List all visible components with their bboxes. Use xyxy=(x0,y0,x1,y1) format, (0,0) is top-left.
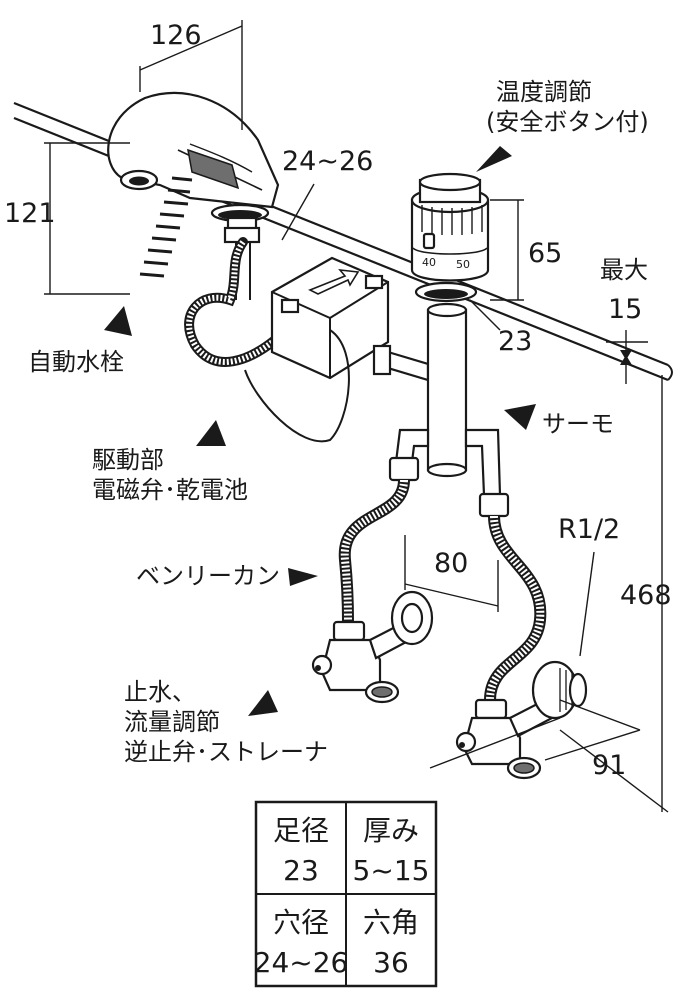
arrow-thermo xyxy=(504,404,536,430)
dim-126: 126 xyxy=(150,20,202,51)
label-bellows: ベンリーカン xyxy=(136,562,280,590)
arrow-auto-faucet xyxy=(104,306,132,336)
table-value-hex: 36 xyxy=(373,946,409,979)
label-flow-adjust: 流量調節 xyxy=(124,708,220,736)
dial-mark-40: 40 xyxy=(422,256,436,269)
dim-468: 468 xyxy=(620,580,672,611)
thermo-valve-body xyxy=(394,302,502,497)
stop-valve-right xyxy=(455,660,588,780)
arrow-bellows xyxy=(288,568,318,586)
dim-r1-2: R1/2 xyxy=(558,514,620,545)
table-head-foot-dia: 足径 xyxy=(273,814,329,847)
temperature-knob: 40 50 xyxy=(410,172,490,303)
label-thermo: サーモ xyxy=(542,410,614,438)
table-head-hole-dia: 穴径 xyxy=(273,906,329,939)
label-drive-unit: 駆動部 xyxy=(92,446,164,474)
table-value-foot-dia: 23 xyxy=(283,854,319,887)
arrow-stop xyxy=(248,690,278,716)
label-stop-water: 止水、 xyxy=(124,678,196,706)
dimension-lines xyxy=(44,20,669,813)
table-head-hex: 六角 xyxy=(363,906,419,939)
dial-mark-50: 50 xyxy=(456,258,470,271)
label-auto-faucet: 自動水栓 xyxy=(28,348,124,376)
dim-80: 80 xyxy=(434,548,468,579)
label-temp-adjust: 温度調節 xyxy=(496,78,592,106)
pointer-arrows xyxy=(104,146,632,716)
dim-91: 91 xyxy=(592,750,626,781)
spec-table: 足径 23 厚み 5~15 穴径 24~26 六角 36 xyxy=(254,800,438,988)
dim-65: 65 xyxy=(528,238,562,269)
arrow-drive xyxy=(196,420,226,446)
arrow-temp xyxy=(476,146,512,172)
table-value-hole-dia: 24~26 xyxy=(254,946,349,979)
dim-23: 23 xyxy=(498,326,532,357)
auto-faucet-body xyxy=(107,91,280,278)
drive-unit-box xyxy=(244,256,430,443)
label-solenoid-battery: 電磁弁･乾電池 xyxy=(92,476,248,504)
dim-15: 15 xyxy=(608,294,642,325)
bellows-hoses xyxy=(338,456,547,701)
label-safety-button: (安全ボタン付) xyxy=(486,108,649,136)
dim-24-26-hole: 24~26 xyxy=(282,146,373,177)
label-check-valve-strainer: 逆止弁･ストレーナ xyxy=(124,738,328,766)
stop-valve-left xyxy=(311,590,434,704)
table-value-thickness: 5~15 xyxy=(353,854,430,887)
label-max: 最大 xyxy=(600,256,648,284)
faucet-shank xyxy=(184,216,280,367)
table-head-thickness: 厚み xyxy=(363,814,419,847)
dim-121: 121 xyxy=(4,198,56,229)
